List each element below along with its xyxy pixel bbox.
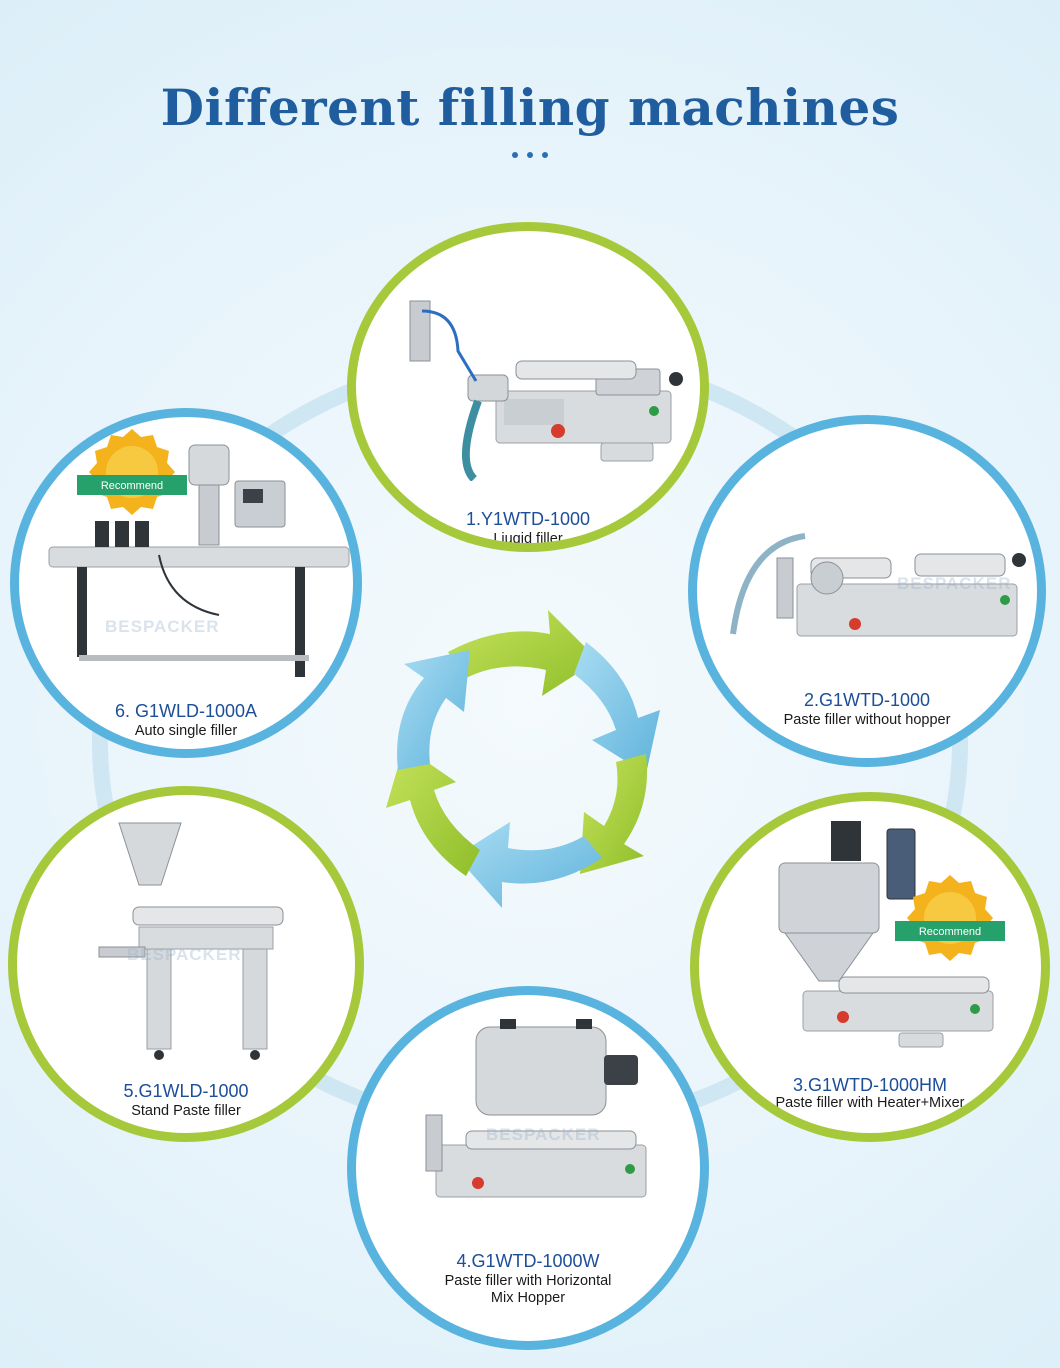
- machine-2-model: 2.G1WTD-1000: [803, 690, 931, 710]
- auto-single-filler-machine-image: [48, 444, 350, 677]
- machine-card-1[interactable]: 1.Y1WTD-1000 Liuqid filler: [347, 222, 709, 552]
- divider-dot: [512, 152, 518, 158]
- watermark-text: BESPACKER: [486, 1125, 601, 1144]
- machine-card-2[interactable]: BESPACKER 2.G1WTD-1000 Paste filler with…: [688, 415, 1046, 767]
- divider-dot: [527, 152, 533, 158]
- machine-6-description: Auto single filler: [134, 723, 238, 739]
- machine-4-description-line2: Mix Hopper: [490, 1290, 566, 1306]
- recommend-badge-icon: Recommend: [77, 429, 187, 515]
- divider-dot: [542, 152, 548, 158]
- cycle-arrows-icon: [386, 610, 660, 908]
- stand-paste-filler-machine-image: [98, 822, 284, 1060]
- machine-3-model: 3.G1WTD-1000HM: [792, 1075, 948, 1095]
- page-title: Different filling machines: [160, 78, 900, 137]
- horizontal-mix-hopper-filler-machine-image: [425, 1019, 647, 1198]
- recommend-badge-label: Recommend: [919, 926, 981, 938]
- heater-mixer-filler-machine-image: [778, 821, 994, 1048]
- watermark-text: BESPACKER: [105, 617, 220, 636]
- machine-6-model: 6. G1WLD-1000A: [114, 701, 258, 721]
- machine-5-model: 5.G1WLD-1000: [123, 1081, 249, 1101]
- machine-3-description: Paste filler with Heater+Mixer: [775, 1095, 965, 1111]
- watermark-text: BESPACKER: [127, 945, 242, 964]
- machine-card-4[interactable]: BESPACKER 4.G1WTD-1000W Paste filler wit…: [347, 986, 709, 1350]
- paste-filler-machine-image: [730, 533, 1026, 637]
- title-dots-divider: [508, 152, 552, 162]
- recommend-badge-icon: Recommend: [895, 875, 1005, 961]
- machine-1-description: Liuqid filler: [493, 531, 563, 547]
- machine-card-5[interactable]: BESPACKER 5.G1WLD-1000 Stand Paste fille…: [8, 786, 364, 1142]
- machine-card-6[interactable]: Recommend BESPACKER 6. G1WLD-1000A Auto …: [10, 408, 362, 758]
- machine-4-model: 4.G1WTD-1000W: [456, 1251, 600, 1271]
- machine-1-model: 1.Y1WTD-1000: [465, 509, 591, 529]
- liquid-filler-machine-image: [409, 300, 683, 481]
- machine-5-description: Stand Paste filler: [131, 1103, 241, 1119]
- machine-card-3[interactable]: Recommend 3.G1WTD-1000HM Paste filler wi…: [690, 792, 1050, 1142]
- watermark-text: BESPACKER: [897, 574, 1012, 593]
- machine-2-description: Paste filler without hopper: [783, 712, 951, 728]
- recommend-badge-label: Recommend: [101, 480, 163, 492]
- machine-4-description-line1: Paste filler with Horizontal: [444, 1273, 612, 1289]
